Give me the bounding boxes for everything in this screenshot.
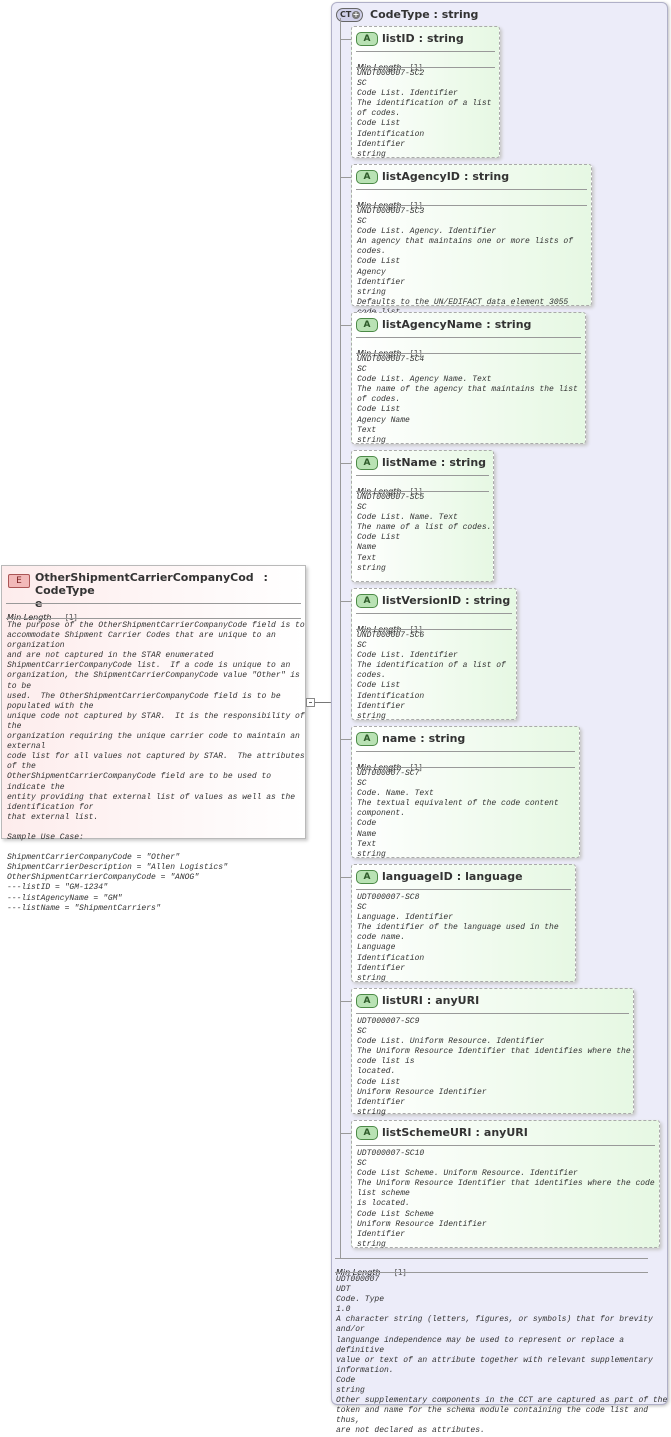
tree-line xyxy=(340,18,341,1258)
attribute-type: string xyxy=(449,456,487,469)
attribute-description: UDT000007-SC10 SC Code List Scheme. Unif… xyxy=(357,1149,655,1249)
attribute-type: string xyxy=(426,32,464,45)
attribute-badge-icon: A xyxy=(356,456,378,470)
divider xyxy=(356,205,587,206)
divider xyxy=(356,629,512,630)
divider xyxy=(356,475,489,476)
attribute-description: UNDT000007-SC6 SC Code List. Identifier … xyxy=(357,631,506,721)
ct-badge-label: CT xyxy=(340,10,352,19)
attribute-title: listID:string xyxy=(382,32,464,45)
collapse-toggle-icon[interactable] xyxy=(306,698,315,707)
attribute-title: listAgencyName:string xyxy=(382,318,532,331)
attribute-badge-icon: A xyxy=(356,594,378,608)
attribute-badge-icon: A xyxy=(356,732,378,746)
tree-branch xyxy=(340,177,352,178)
divider xyxy=(6,618,301,619)
attribute-description: UDT000007-SC7 SC Code. Name. Text The te… xyxy=(357,769,559,859)
tree-branch xyxy=(340,1133,352,1134)
attribute-badge-icon: A xyxy=(356,170,378,184)
divider xyxy=(356,353,581,354)
attribute-name: listSchemeURI xyxy=(382,1126,472,1139)
divider xyxy=(356,767,575,768)
element-header: E OtherShipmentCarrierCompanyCod : CodeT… xyxy=(8,571,301,610)
divider xyxy=(356,337,581,338)
codetype-description: UDT000007 UDT Code. Type 1.0 A character… xyxy=(336,1275,668,1436)
attribute-title: languageID:language xyxy=(382,870,523,883)
element-type: : CodeType xyxy=(35,571,268,597)
divider xyxy=(6,603,301,604)
attribute-badge-icon: A xyxy=(356,870,378,884)
attribute-description: UNDT000007-SC4 SC Code List. Agency Name… xyxy=(357,355,578,445)
attribute-badge-icon: A xyxy=(356,994,378,1008)
attribute-description: UNDT000007-SC5 SC Code List. Name. Text … xyxy=(357,493,492,573)
attribute-name: listAgencyName xyxy=(382,318,483,331)
attribute-title: name:string xyxy=(382,732,466,745)
min-length-value: [1] xyxy=(65,613,77,622)
divider xyxy=(356,751,575,752)
divider xyxy=(356,1145,655,1146)
attribute-type: string xyxy=(473,594,511,607)
attribute-type: string xyxy=(494,318,532,331)
attribute-type: anyURI xyxy=(435,994,480,1007)
attribute-name: languageID xyxy=(382,870,453,883)
min-length-label: Min Length xyxy=(7,613,52,622)
tree-branch xyxy=(340,39,352,40)
plus-icon: + xyxy=(352,10,360,19)
attribute-type: language xyxy=(465,870,523,883)
element-badge-icon: E xyxy=(8,574,30,588)
divider xyxy=(356,613,512,614)
attribute-title: listSchemeURI:anyURI xyxy=(382,1126,528,1139)
codetype-title: CodeType : string xyxy=(370,8,479,21)
attribute-title: listName:string xyxy=(382,456,487,469)
attribute-name: listName xyxy=(382,456,437,469)
attribute-badge-icon: A xyxy=(356,32,378,46)
complex-type-badge-icon: CT + xyxy=(336,8,363,22)
attribute-description: UDT000007-SC9 SC Code List. Uniform Reso… xyxy=(357,1017,631,1117)
tree-branch xyxy=(340,877,352,878)
divider xyxy=(356,189,587,190)
element-min-length: Min Length [1] xyxy=(7,605,77,624)
attribute-title: listAgencyID:string xyxy=(382,170,510,183)
attribute-description: UDT000007-SC8 SC Language. Identifier Th… xyxy=(357,893,559,983)
connector-line xyxy=(315,702,341,703)
attribute-type: string xyxy=(472,170,510,183)
attribute-name: listURI xyxy=(382,994,423,1007)
element-box[interactable]: E OtherShipmentCarrierCompanyCod : CodeT… xyxy=(1,565,306,913)
attribute-type: string xyxy=(428,732,466,745)
tree-branch xyxy=(340,1001,352,1002)
attribute-name: listID xyxy=(382,32,415,45)
attribute-badge-icon: A xyxy=(356,1126,378,1140)
element-description: The purpose of the OtherShipmentCarrierC… xyxy=(7,621,305,913)
tree-branch xyxy=(340,601,352,602)
attribute-badge-icon: A xyxy=(356,318,378,332)
divider xyxy=(335,1272,648,1273)
tree-branch xyxy=(340,463,352,464)
attribute-name: name xyxy=(382,732,417,745)
attribute-name: listVersionID xyxy=(382,594,462,607)
tree-branch xyxy=(340,739,352,740)
attribute-type: anyURI xyxy=(483,1126,528,1139)
attribute-description: UNDT000007-SC2 SC Code List. Identifier … xyxy=(357,69,492,159)
attribute-description: UNDT000007-SC3 SC Code List. Agency. Ide… xyxy=(357,207,574,317)
divider xyxy=(356,51,495,52)
tree-branch xyxy=(340,325,352,326)
attribute-title: listURI:anyURI xyxy=(382,994,480,1007)
attribute-name: listAgencyID xyxy=(382,170,460,183)
divider xyxy=(356,889,571,890)
attribute-title: listVersionID:string xyxy=(382,594,511,607)
divider xyxy=(356,491,489,492)
element-name-line1: OtherShipmentCarrierCompanyCod xyxy=(35,571,254,584)
divider xyxy=(335,1258,648,1259)
divider xyxy=(356,67,495,68)
divider xyxy=(356,1013,629,1014)
